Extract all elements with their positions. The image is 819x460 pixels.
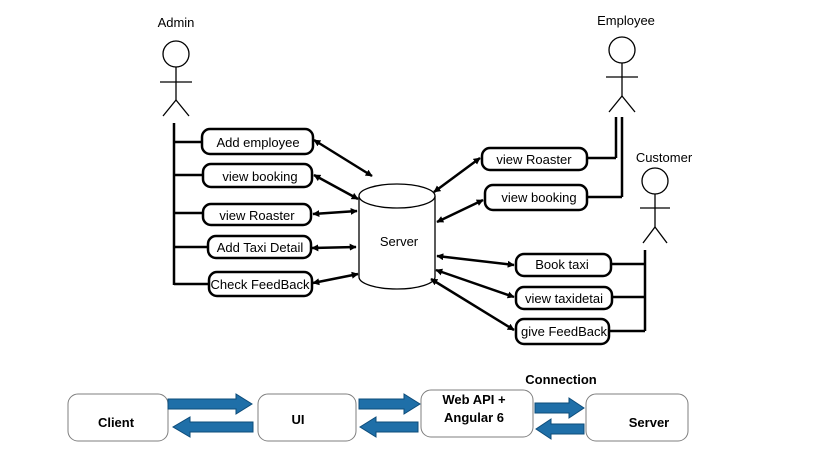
server-database bbox=[358, 183, 436, 290]
employee-usecase-boxes bbox=[480, 146, 589, 212]
arrow-server-to-webapi bbox=[535, 418, 585, 440]
server-connectors bbox=[311, 138, 515, 332]
usecase-add-employee: Add employee bbox=[216, 135, 299, 150]
employee-label: Employee bbox=[597, 13, 655, 28]
arrow-webapi-to-ui bbox=[359, 416, 419, 438]
admin-actor bbox=[160, 40, 192, 117]
arrow-webapi-to-server bbox=[534, 397, 585, 419]
usecase-admin-view-booking: view booking bbox=[222, 169, 297, 184]
employee-associations bbox=[587, 117, 624, 199]
employee-actor bbox=[606, 36, 638, 113]
flow-client: Client bbox=[98, 415, 135, 430]
usecase-employee-view-roaster: view Roaster bbox=[496, 152, 572, 167]
usecase-view-taxidetail: view taxidetai bbox=[525, 291, 603, 306]
flow-webapi-line2: Angular 6 bbox=[444, 410, 504, 425]
usecase-check-feedback: Check FeedBack bbox=[211, 277, 310, 292]
usecase-admin-view-roaster: view Roaster bbox=[219, 208, 295, 223]
customer-label: Customer bbox=[636, 150, 693, 165]
connection-title: Connection bbox=[525, 372, 597, 387]
server-label: Server bbox=[380, 234, 419, 249]
flow-boxes bbox=[67, 389, 689, 442]
usecase-add-taxi-detail: Add Taxi Detail bbox=[217, 240, 304, 255]
customer-usecase-boxes bbox=[514, 252, 614, 346]
flow-ui: UI bbox=[292, 412, 305, 427]
arrow-client-to-ui bbox=[167, 393, 253, 415]
arrow-ui-to-webapi bbox=[358, 393, 421, 415]
admin-associations bbox=[172, 123, 209, 286]
customer-associations bbox=[609, 250, 647, 333]
flow-webapi-line1: Web API + bbox=[442, 392, 506, 407]
admin-usecase-boxes bbox=[200, 127, 315, 298]
admin-label: Admin bbox=[158, 15, 195, 30]
arrow-ui-to-client bbox=[172, 416, 254, 438]
flow-server: Server bbox=[629, 415, 669, 430]
usecase-employee-view-booking: view booking bbox=[501, 190, 576, 205]
usecase-give-feedback: give FeedBack bbox=[521, 324, 607, 339]
flow-arrows bbox=[167, 393, 585, 440]
usecase-book-taxi: Book taxi bbox=[535, 257, 589, 272]
customer-actor bbox=[640, 167, 670, 244]
